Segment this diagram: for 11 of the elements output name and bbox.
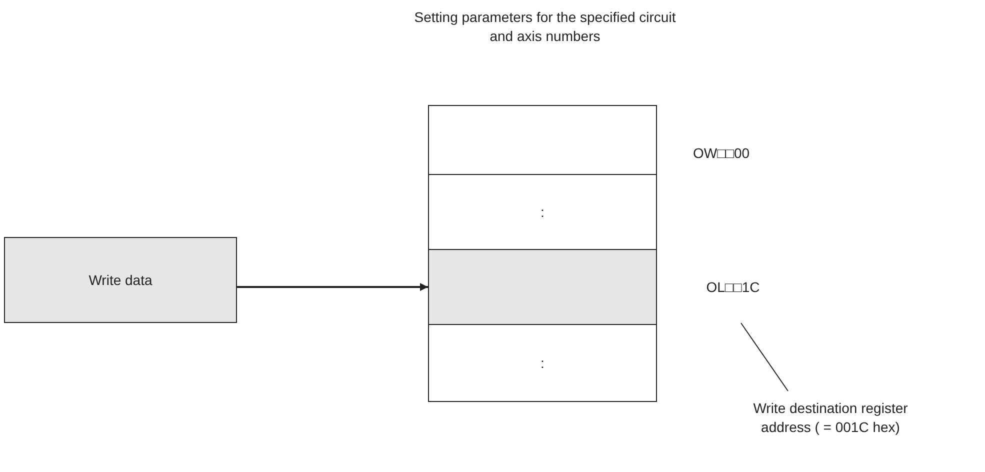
note-text: Write destination register address ( = 001C hex) [728,397,933,439]
diagram-title: Setting parameters for the specified circuit and axis numbers [413,8,677,46]
register-row [428,105,657,175]
register-row: : [428,324,657,402]
register-row [428,249,657,325]
register-address: OL□□1C [693,277,773,297]
register-address: OW□□00 [693,144,750,163]
data-box: Write data [4,237,237,323]
arrow [237,283,428,291]
register-row: : [428,174,657,250]
leader-line [740,322,788,392]
